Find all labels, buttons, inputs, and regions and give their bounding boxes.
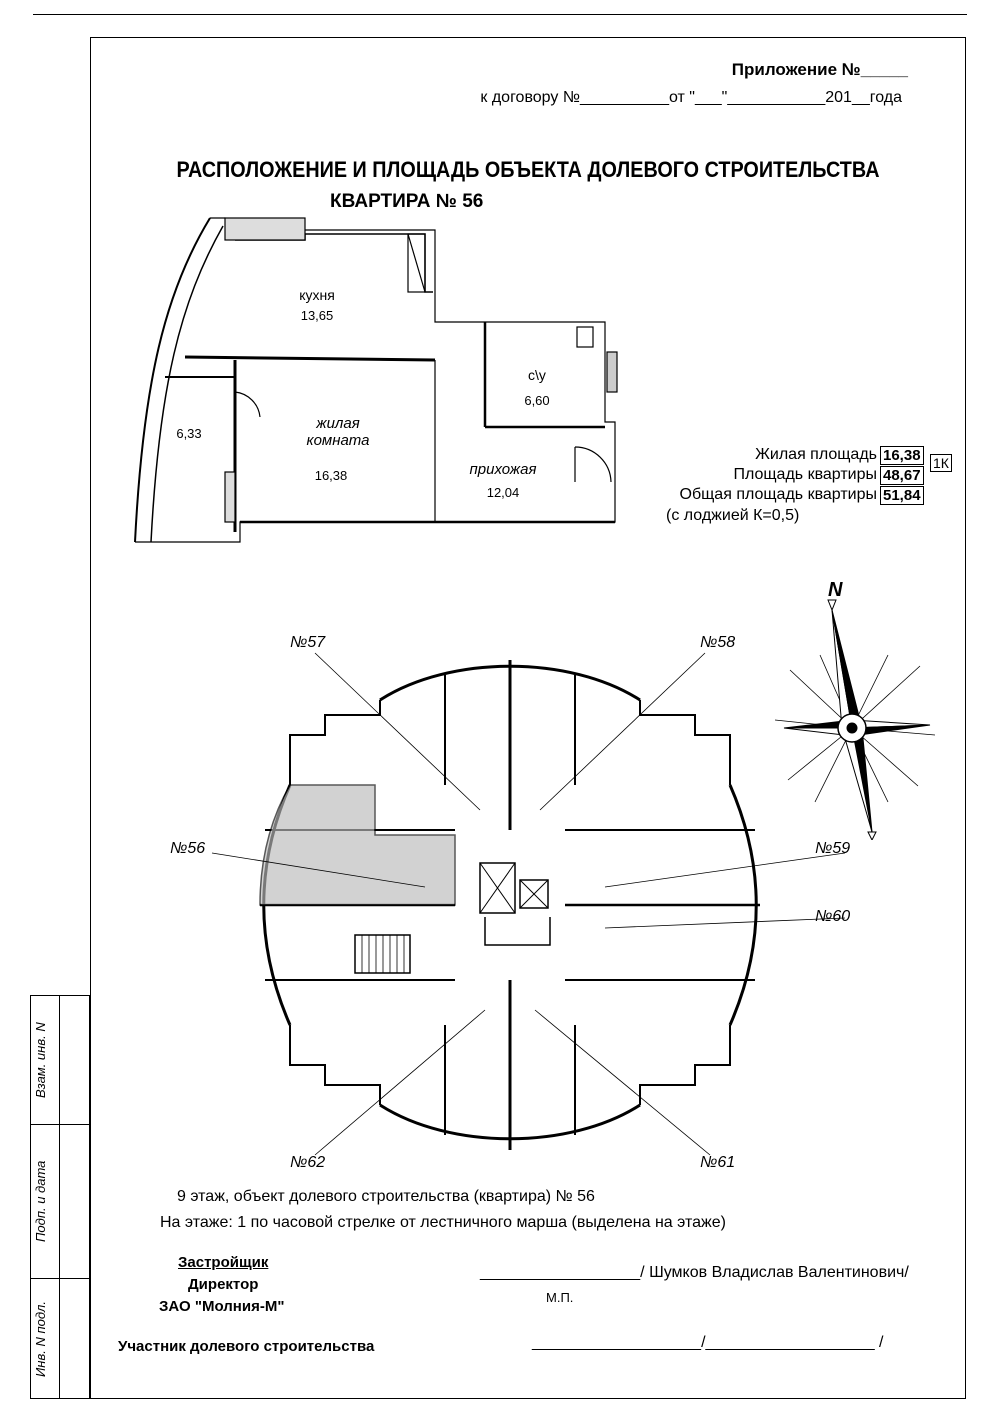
participant-label: Участник долевого строительства [118,1338,375,1355]
top-rule [33,14,967,15]
compass-rose: N [774,579,936,840]
contract-line: к договору №__________от "___"__________… [480,89,902,106]
total-area-label: Общая площадь квартиры [679,486,877,503]
stamp-label-signature-date: Подп. и дата [33,1160,48,1242]
seal-mark: М.П. [546,1290,574,1305]
room-type-badge: 1К [930,454,952,472]
apartment-label-62: №62 [290,1154,325,1171]
floor-plan: №57 №58 №56 №59 №60 №62 №61 [170,634,850,1171]
developer-company: ЗАО "Молния-М" [159,1298,285,1315]
apartment-label-58: №58 [700,634,735,651]
apartment-number: КВАРТИРА № 56 [330,191,484,212]
side-stamp: Взам. инв. N Подп. и дата Инв. N подл. [30,995,90,1399]
room-bath-area: 6,60 [524,393,549,408]
participant-signature-line: ___________________/___________________ … [532,1334,884,1351]
room-living-name-2: комната [307,432,370,449]
compass-north-letter: N [828,579,843,601]
floor-info: 9 этаж, объект долевого строительства (к… [177,1188,595,1205]
room-kitchen-name: кухня [299,287,335,303]
room-living-area: 16,38 [315,468,348,483]
room-hall-area: 12,04 [487,485,520,500]
apartment-label-59: №59 [815,840,850,857]
apartment-label-56: №56 [170,840,205,857]
room-bath-name: с\у [528,367,546,383]
page-title: РАСПОЛОЖЕНИЕ И ПЛОЩАДЬ ОБЪЕКТА ДОЛЕВОГО … [176,157,880,182]
apartment-plan: кухня 13,65 с\у 6,60 жилая комната 16,38… [134,217,618,543]
living-area-label: Жилая площадь [755,446,877,463]
apartment-label-57: №57 [290,634,326,651]
stamp-label-replacement: Взам. инв. N [33,1022,48,1098]
apartment-label-60: №60 [815,908,850,925]
developer-label: Застройщик [178,1254,269,1271]
room-kitchen-area: 13,65 [301,308,334,323]
appendix-label: Приложение №_____ [731,60,908,79]
living-area-value: 16,38 [880,446,924,465]
stamp-label-inventory: Инв. N подл. [33,1301,48,1377]
loggia-note: (с лоджией К=0,5) [666,507,800,524]
developer-signature-line: __________________/ Шумков Владислав Вал… [480,1264,909,1281]
apartment-area-value: 48,67 [880,466,924,485]
room-living-name-1: жилая [315,415,359,432]
apartment-label-61: №61 [700,1154,735,1171]
total-area-value: 51,84 [880,486,924,505]
developer-position: Директор [188,1276,259,1293]
drawing-frame [90,37,966,1399]
room-loggia-area: 6,33 [176,426,201,441]
apartment-area-label: Площадь квартиры [733,466,877,483]
room-hall-name: прихожая [470,461,537,478]
floor-position: На этаже: 1 по часовой стрелке от лестни… [160,1214,726,1231]
